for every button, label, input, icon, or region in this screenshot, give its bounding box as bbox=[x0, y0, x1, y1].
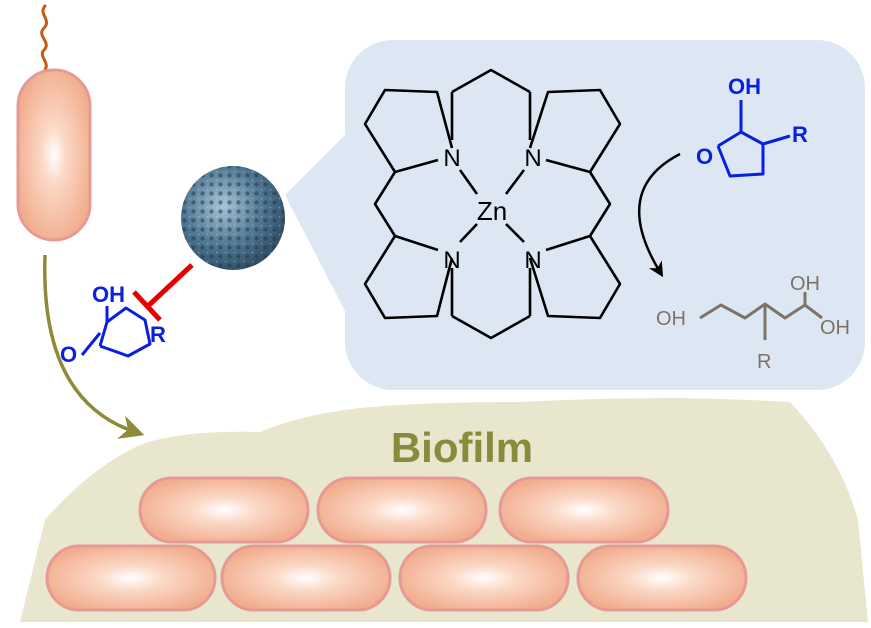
lactone-free bbox=[716, 100, 791, 178]
product-oh-top: OH bbox=[790, 273, 820, 295]
biofilm-cell bbox=[138, 476, 310, 544]
colonization-arrow bbox=[43, 254, 145, 439]
lactone-inhibited-bonds bbox=[80, 332, 102, 356]
zinc-label: Zn bbox=[477, 196, 507, 226]
free-oh-label: OH bbox=[728, 74, 761, 99]
biofilm-cell bbox=[576, 544, 748, 612]
nitrogen-label: N bbox=[524, 247, 541, 274]
biofilm-cell bbox=[498, 476, 670, 544]
free-r-label: R bbox=[792, 122, 808, 147]
porous-nanoparticle-icon bbox=[181, 166, 285, 270]
inhibition-icon bbox=[132, 263, 194, 322]
lactone-inhibited bbox=[98, 306, 152, 358]
biofilm-cells bbox=[45, 476, 748, 612]
nitrogen-label: N bbox=[443, 247, 460, 274]
nitrogen-label: N bbox=[443, 145, 460, 172]
biofilm-title: Biofilm bbox=[391, 424, 533, 471]
rod-bacterium-icon bbox=[16, 68, 92, 242]
inhibited-o-label: O bbox=[60, 342, 77, 367]
biofilm-cell bbox=[316, 476, 488, 544]
nitrogen-label: N bbox=[524, 145, 541, 172]
zoom-panel bbox=[345, 40, 865, 390]
biofilm-cell bbox=[398, 544, 570, 612]
hydrolysis-arrow bbox=[638, 152, 681, 278]
zn-complex-labels: N N N N Zn bbox=[443, 145, 541, 274]
flagellum-icon bbox=[40, 4, 49, 72]
product-r-label: R bbox=[757, 351, 771, 373]
inhibited-r-label: R bbox=[150, 322, 166, 347]
zoom-wedge bbox=[285, 120, 360, 340]
zn-porphyrinogen bbox=[363, 68, 622, 340]
biofilm-cell bbox=[45, 544, 217, 612]
biofilm-cell bbox=[220, 544, 392, 612]
free-o-label: O bbox=[696, 144, 713, 169]
hydrolysis-product bbox=[699, 292, 823, 340]
inhibited-oh-label: OH bbox=[92, 282, 125, 307]
product-oh-right: OH bbox=[820, 317, 850, 339]
product-oh-left: OH bbox=[656, 308, 686, 330]
